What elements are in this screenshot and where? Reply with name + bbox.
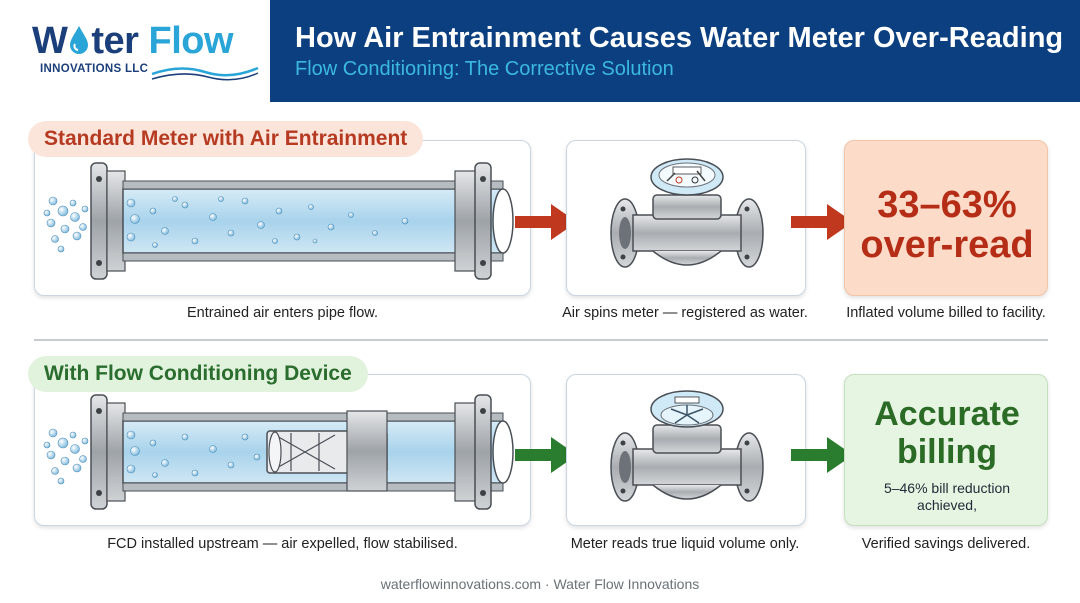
logo-subtitle: INNOVATIONS LLC xyxy=(40,63,149,75)
bill-reduction-detail: 5–46% bill reduction achieved, xyxy=(883,480,1011,513)
pipe-with-fcd-panel xyxy=(34,374,531,526)
over-read-result-panel: 33–63% over-read xyxy=(844,140,1048,296)
caption-verified-savings: Verified savings delivered. xyxy=(861,536,1031,552)
section-divider xyxy=(34,339,1048,341)
arrow-right-icon xyxy=(789,433,855,477)
arrow-right-icon xyxy=(513,433,579,477)
footer-credit: waterflowinnovations.com · Water Flow In… xyxy=(380,576,700,592)
pipe-air-illustration xyxy=(43,162,514,280)
over-read-percentage: 33–63% xyxy=(877,184,1017,226)
logo-word-flow: Flow xyxy=(148,20,234,62)
accurate-label: Accurate xyxy=(874,395,1020,433)
arrow-right-icon xyxy=(789,200,855,244)
water-meter-icon xyxy=(610,158,764,268)
caption-true-volume: Meter reads true liquid volume only. xyxy=(570,536,800,552)
caption-inflated-volume: Inflated volume billed to facility. xyxy=(846,305,1046,321)
arrow-right-icon xyxy=(513,200,579,244)
page-title: How Air Entrainment Causes Water Meter O… xyxy=(295,22,1064,54)
pipe-fcd-illustration xyxy=(43,394,514,510)
accurate-billing-result-panel: Accurate billing 5–46% bill reduction ac… xyxy=(844,374,1048,526)
header-band: How Air Entrainment Causes Water Meter O… xyxy=(270,0,1080,102)
logo-word-w: W xyxy=(32,20,68,62)
wave-icon xyxy=(151,66,259,81)
logo-word-ter: ter xyxy=(91,20,139,62)
water-drop-icon xyxy=(68,24,90,54)
section-label-standard: Standard Meter with Air Entrainment xyxy=(28,121,424,157)
caption-air-spins: Air spins meter — registered as water. xyxy=(562,305,808,321)
page-subtitle: Flow Conditioning: The Corrective Soluti… xyxy=(295,58,674,80)
meter-with-air-panel xyxy=(566,140,806,296)
section-label-fcd: With Flow Conditioning Device xyxy=(28,356,368,392)
caption-fcd-installed: FCD installed upstream — air expelled, f… xyxy=(107,536,458,552)
caption-air-enters: Entrained air enters pipe flow. xyxy=(186,305,379,321)
billing-label: billing xyxy=(896,433,998,471)
pipe-with-air-panel xyxy=(34,140,531,296)
water-meter-icon xyxy=(610,390,764,502)
over-read-label: over-read xyxy=(860,224,1034,266)
meter-accurate-panel xyxy=(566,374,806,526)
